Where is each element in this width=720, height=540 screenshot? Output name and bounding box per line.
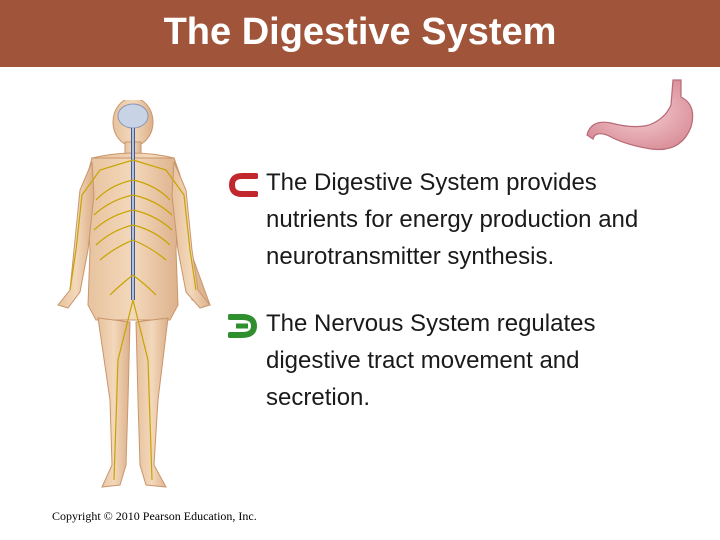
bullet-text: The Nervous System regulates digestive t… — [266, 310, 596, 411]
stomach-illustration — [586, 79, 694, 151]
curved-arrow-right-icon — [228, 314, 258, 338]
bullet-text: The Digestive System provides nutrients … — [266, 169, 639, 270]
slide-title: The Digestive System — [163, 11, 557, 53]
nervous-system-figure — [57, 100, 211, 488]
title-bar: The Digestive System — [0, 0, 720, 67]
curved-arrow-left-icon — [228, 173, 258, 197]
copyright-notice: Copyright © 2010 Pearson Education, Inc. — [52, 509, 257, 523]
